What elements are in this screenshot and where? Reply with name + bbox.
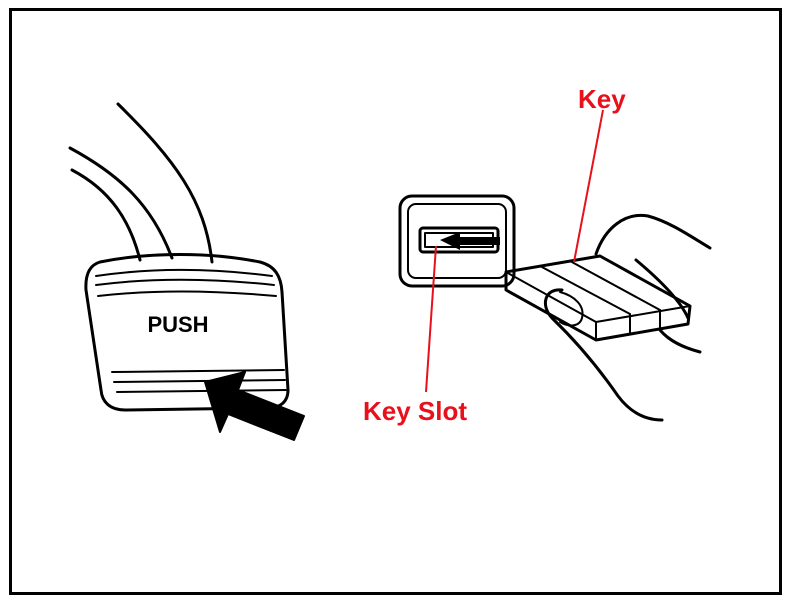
hand [543,213,712,422]
diagram-frame [9,8,782,595]
insert-arrow-icon [440,232,500,250]
key-slot-leader-line [425,245,437,393]
brake-pedal [84,253,290,412]
pedal-push-text: PUSH [147,312,208,337]
key-slot-callout-label: Key Slot [363,396,468,426]
key [504,254,692,342]
pedal-arm [68,102,214,264]
key-callout-label: Key [578,84,626,114]
key-leader-line [573,109,604,263]
push-arrow-icon [204,371,305,441]
